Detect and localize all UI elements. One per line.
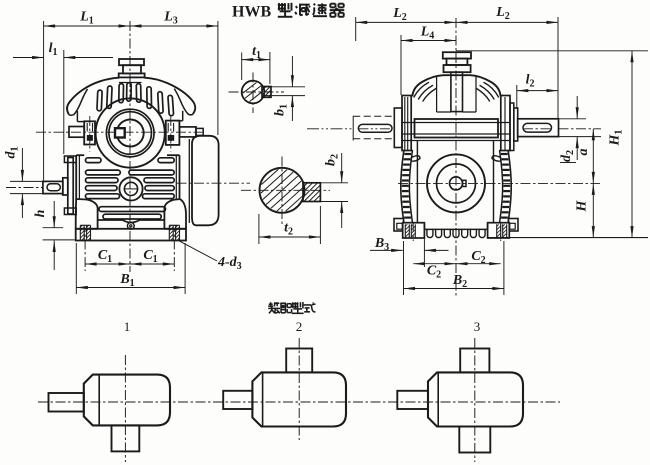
svg-text:l1: l1 (49, 41, 58, 58)
svg-text:t1: t1 (252, 44, 261, 61)
svg-text:a: a (576, 149, 591, 156)
svg-text:h: h (33, 209, 48, 217)
svg-text:l2: l2 (526, 73, 535, 90)
svg-text:t2: t2 (284, 221, 293, 238)
svg-text:3: 3 (474, 319, 481, 334)
svg-text:4-d3: 4-d3 (217, 255, 242, 272)
svg-text:HWB: HWB (232, 4, 271, 21)
svg-text:2: 2 (296, 319, 303, 334)
svg-text:H: H (575, 199, 590, 212)
svg-text:1: 1 (124, 319, 131, 334)
